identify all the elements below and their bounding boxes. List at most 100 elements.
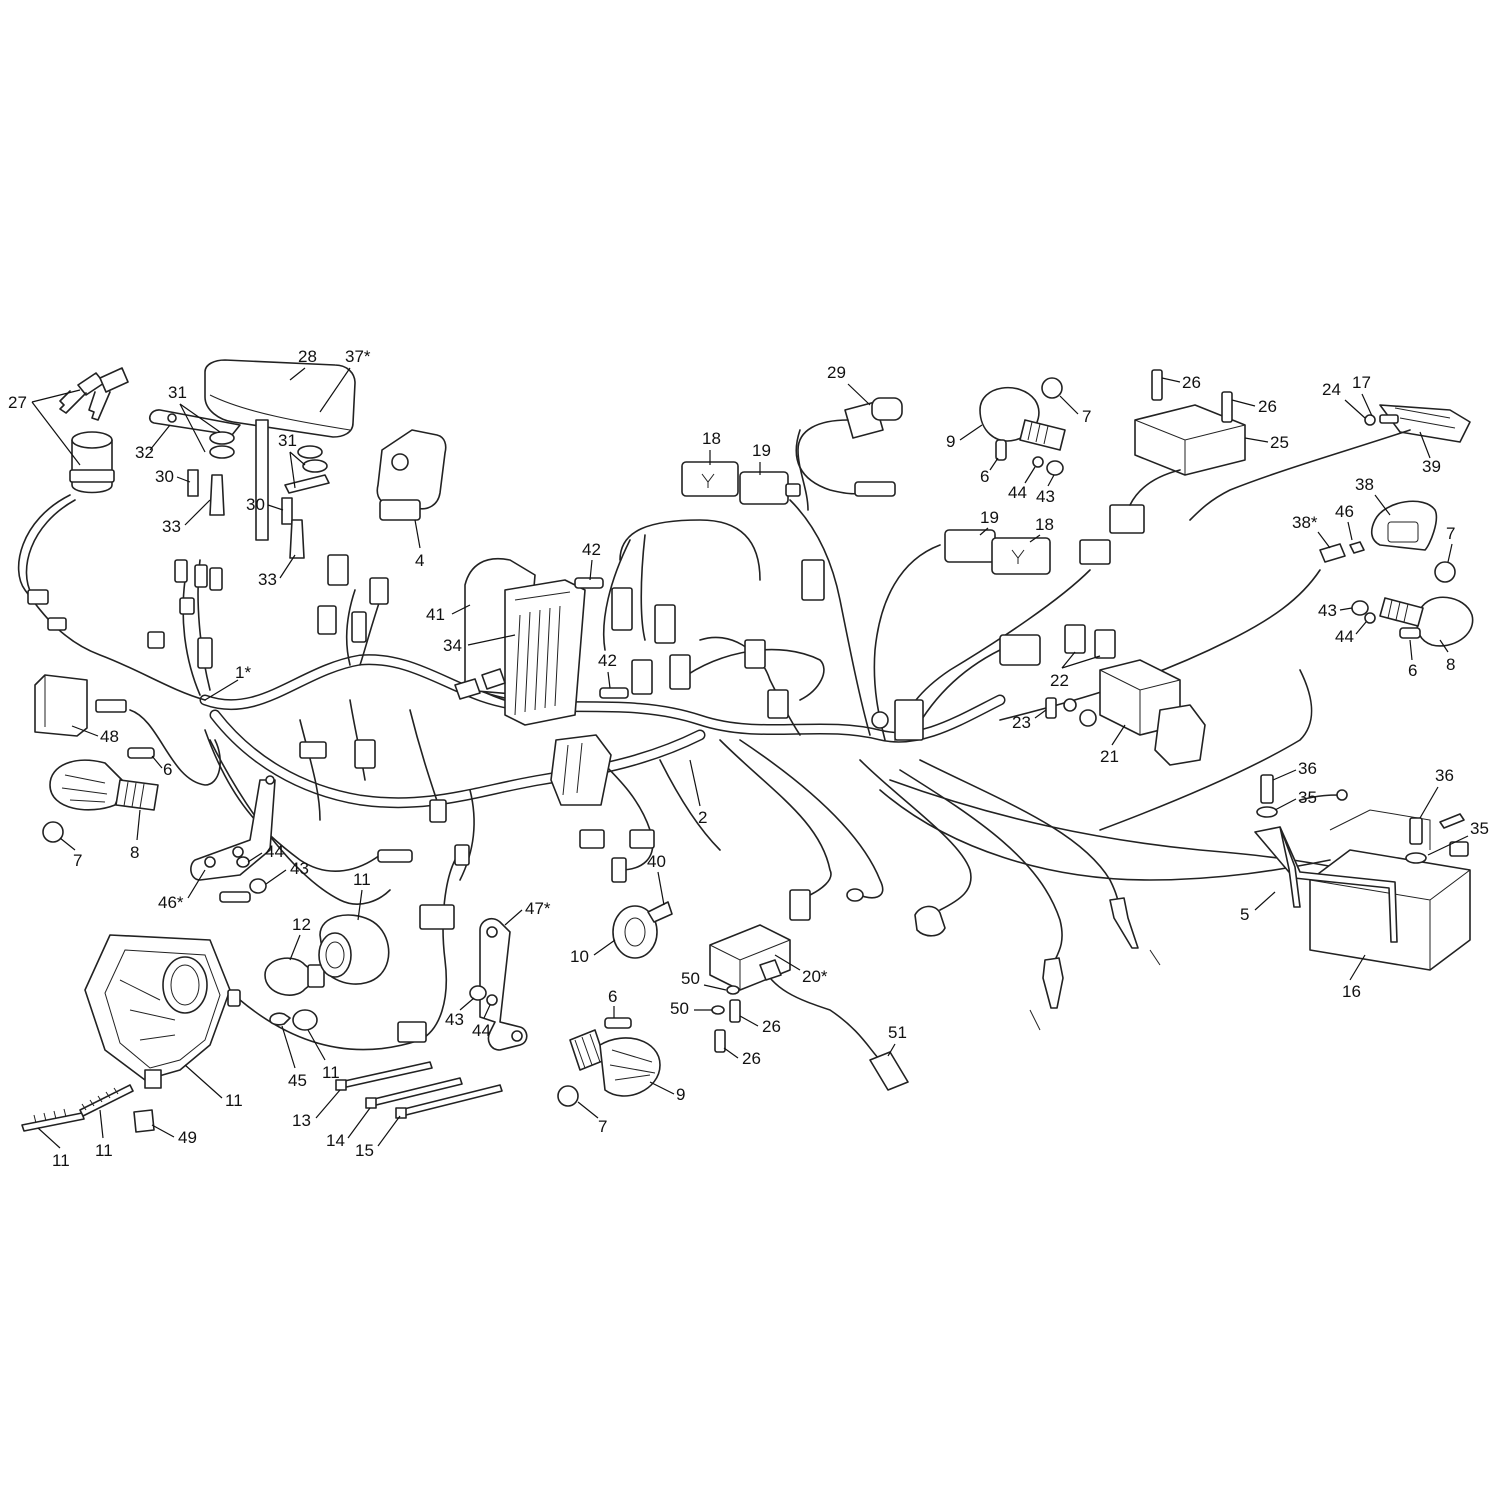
connector-19b — [944, 529, 996, 563]
callout-6d: 6 — [1408, 661, 1417, 680]
connector-top-right — [1079, 539, 1111, 565]
callout-9a: 9 — [946, 432, 955, 451]
callout-49: 49 — [178, 1128, 197, 1147]
connector-p — [611, 857, 627, 883]
wire-relay — [599, 759, 654, 871]
callout-27: 27 — [8, 393, 27, 412]
bracket-washer-44 — [236, 856, 250, 868]
bracket-46-body — [190, 779, 276, 881]
callout-24: 24 — [1322, 380, 1341, 399]
wire-switch-2 — [345, 589, 356, 666]
wire-ignition-2 — [25, 499, 76, 596]
callout-42a: 42 — [582, 540, 601, 559]
callout-44b: 44 — [472, 1021, 491, 1040]
wire-neutral — [899, 769, 1063, 961]
wire-horn — [659, 759, 721, 851]
battery-bolt-36b — [1409, 817, 1423, 845]
indicator-front-stem — [569, 1029, 606, 1071]
callout-25: 25 — [1270, 433, 1289, 452]
plate-light-38 — [1370, 500, 1438, 551]
switch-connector-1 — [327, 554, 349, 586]
callout-26d: 26 — [742, 1049, 761, 1068]
callout-30b: 30 — [246, 495, 265, 514]
callout-50a: 50 — [681, 969, 700, 988]
key-2-icon — [88, 367, 129, 421]
callout-43b: 43 — [445, 1010, 464, 1029]
callout-11d: 11 — [52, 1151, 70, 1170]
callout-28: 28 — [298, 347, 317, 366]
indicator-conn-left — [219, 891, 251, 903]
callout-40: 40 — [647, 852, 666, 871]
callout-39: 39 — [1422, 457, 1441, 476]
connector-o — [419, 904, 455, 930]
callout-45: 45 — [288, 1071, 307, 1090]
callout-38a: 38 — [1355, 475, 1374, 494]
callout-42b: 42 — [598, 651, 617, 670]
cdi-module-25 — [1109, 369, 1246, 534]
callout-44a: 44 — [265, 842, 284, 861]
callout-13: 13 — [292, 1111, 311, 1130]
switch-connector-2 — [369, 577, 389, 605]
module-48-connector — [95, 699, 127, 713]
wire-left-down — [204, 729, 381, 872]
dash-grommet-3 — [297, 445, 323, 459]
callout-7b: 7 — [598, 1117, 607, 1136]
callout-50b: 50 — [670, 999, 689, 1018]
callout-23: 23 — [1012, 713, 1031, 732]
indicator-left-lens — [49, 759, 126, 811]
callout-8a: 8 — [130, 843, 139, 862]
callout-17: 17 — [1352, 373, 1371, 392]
sensor-29-connector — [854, 481, 896, 497]
wire-top-19 — [789, 499, 871, 736]
indicator-rear-right-2 — [1351, 596, 1474, 647]
callout-43d: 43 — [1318, 601, 1337, 620]
connector-b — [654, 604, 676, 644]
instrument-cluster-body — [204, 359, 356, 438]
top-center-parts — [681, 397, 903, 511]
indicator-rear-right — [979, 377, 1066, 476]
handlebar-switch-body — [376, 429, 447, 510]
ecu-assembly — [454, 558, 629, 806]
handlebar-switch — [317, 429, 447, 643]
wire-mid — [699, 636, 801, 736]
callout-22: 22 — [1050, 671, 1069, 690]
washer-17 — [1364, 414, 1376, 426]
callout-26a: 26 — [1182, 373, 1201, 392]
ignition-coil-20 — [709, 924, 791, 991]
indicator-screw-6c — [995, 439, 1007, 461]
callout-44d: 44 — [1335, 627, 1354, 646]
callout-9b: 9 — [676, 1085, 685, 1104]
wire-center-down — [459, 789, 475, 881]
wire-plug — [759, 959, 881, 1061]
cdi-module-body — [1134, 404, 1246, 476]
callout-11e: 11 — [95, 1141, 113, 1160]
connector-a — [611, 587, 633, 631]
relay-cover — [1154, 704, 1206, 766]
connector-g — [801, 559, 825, 601]
ignition-connector — [27, 589, 49, 605]
pilot-bulb-socket — [292, 1009, 318, 1031]
callout-26c: 26 — [762, 1017, 781, 1036]
wire-rear-2 — [1099, 669, 1313, 831]
callout-6c: 6 — [980, 467, 989, 486]
dash-stem — [255, 419, 269, 541]
sensors-and-grounds — [846, 888, 1161, 1031]
indicator-front-lens — [599, 1037, 661, 1097]
wire-ground-2 — [859, 759, 972, 911]
callout-7a: 7 — [73, 851, 82, 870]
wire-battery — [889, 779, 1351, 871]
callout-48: 48 — [100, 727, 119, 746]
wire-coil — [719, 739, 832, 896]
washer-50b — [711, 1005, 725, 1015]
connector-l — [429, 799, 447, 823]
bolt-24 — [1379, 414, 1399, 424]
indicator-rear-right-2-stem — [1379, 597, 1424, 627]
indicator-screw-6a — [127, 747, 155, 759]
connector-22-plug — [999, 634, 1041, 666]
callout-14: 14 — [326, 1131, 345, 1150]
terminal-battery-cable — [1079, 709, 1097, 727]
callout-19a: 19 — [752, 441, 771, 460]
callout-12: 12 — [292, 915, 311, 934]
wire-ecu-2 — [640, 534, 646, 641]
connector-m — [454, 844, 470, 866]
